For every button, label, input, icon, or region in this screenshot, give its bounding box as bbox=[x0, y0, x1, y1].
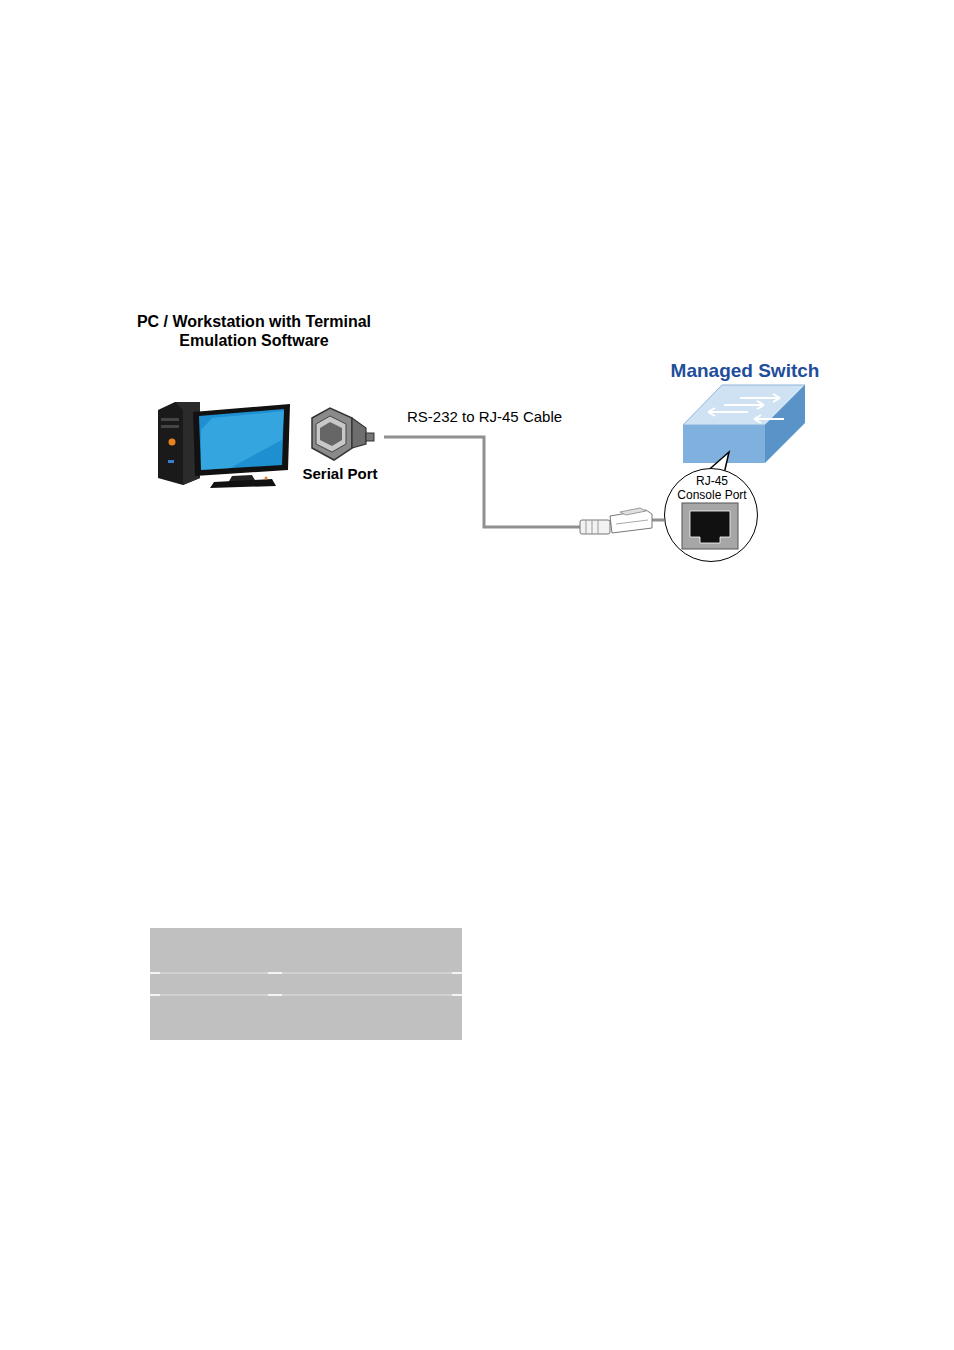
node-text: Managed Switch bbox=[660, 360, 830, 383]
callout-circle: RJ-45 Console Port bbox=[664, 468, 758, 562]
table-block bbox=[150, 928, 462, 1040]
cable-connector bbox=[384, 437, 664, 527]
node-text: Serial Port bbox=[296, 465, 384, 483]
serial-port-node: Serial Port bbox=[296, 405, 384, 487]
switch-node: Managed Switch bbox=[660, 358, 830, 466]
rj45-plug bbox=[580, 508, 652, 534]
serial-connector-icon bbox=[312, 408, 374, 460]
cable-label: RS-232 to RJ-45 Cable bbox=[405, 408, 564, 425]
node-text: RJ-45 Console Port bbox=[675, 474, 749, 503]
pc-node: PC / Workstation with Terminal Emulation… bbox=[155, 398, 293, 488]
port-opening bbox=[690, 511, 730, 543]
port-frame bbox=[682, 503, 738, 549]
switch-illustration bbox=[683, 385, 805, 463]
node-text: PC / Workstation with Terminal Emulation… bbox=[130, 312, 378, 350]
pc-illustration bbox=[158, 402, 290, 488]
rj45-port-icon bbox=[680, 501, 740, 551]
